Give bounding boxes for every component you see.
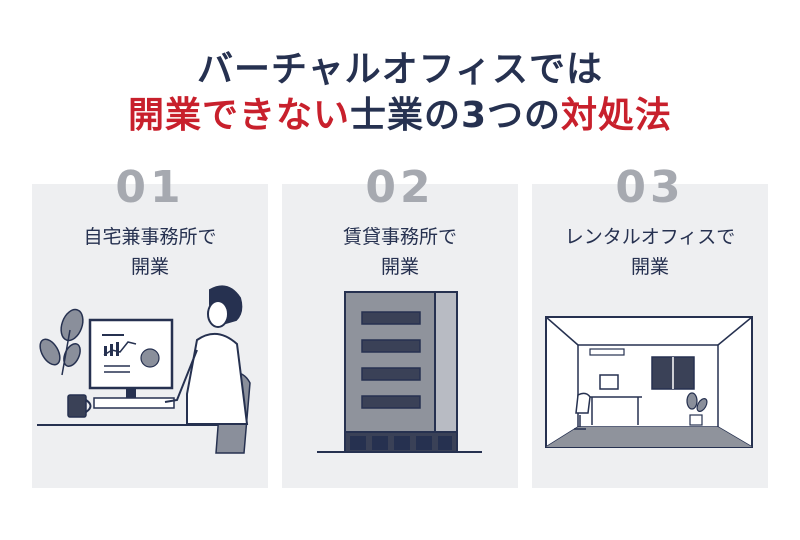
- keyboard-icon: [93, 397, 175, 409]
- card-1-caption: 自宅兼事務所で 開業: [83, 226, 217, 278]
- desk-icon: [588, 374, 642, 425]
- card-3-caption: レンタルオフィスで 開業: [564, 226, 736, 278]
- title-line-2: 開業できない士業の3つの対処法: [0, 94, 800, 138]
- building-doors: [350, 436, 452, 450]
- person-icon: [164, 285, 249, 425]
- person-at-computer-illustration: [37, 285, 251, 454]
- card-2-caption: 賃貸事務所で 開業: [342, 226, 457, 278]
- title-navy-part: 士業の3つの: [349, 95, 562, 136]
- building-windows: [361, 311, 421, 409]
- card-2-number: 02: [365, 162, 435, 213]
- card-1-number: 01: [115, 162, 185, 213]
- title-red-part-1: 開業できない: [127, 95, 350, 136]
- mug-icon: [67, 394, 92, 418]
- air-conditioner-icon: [589, 348, 625, 356]
- monitor-icon: [88, 318, 174, 398]
- office-building-illustration: [317, 291, 482, 453]
- potted-plant-icon: [686, 392, 708, 426]
- card-3-number: 03: [615, 162, 685, 213]
- title-line-1: バーチャルオフィスでは: [197, 49, 603, 90]
- office-chair-icon: [574, 392, 591, 430]
- title-red-part-2: 対処法: [561, 95, 673, 136]
- plant-icon: [39, 308, 84, 376]
- rental-office-room-illustration: [545, 316, 753, 448]
